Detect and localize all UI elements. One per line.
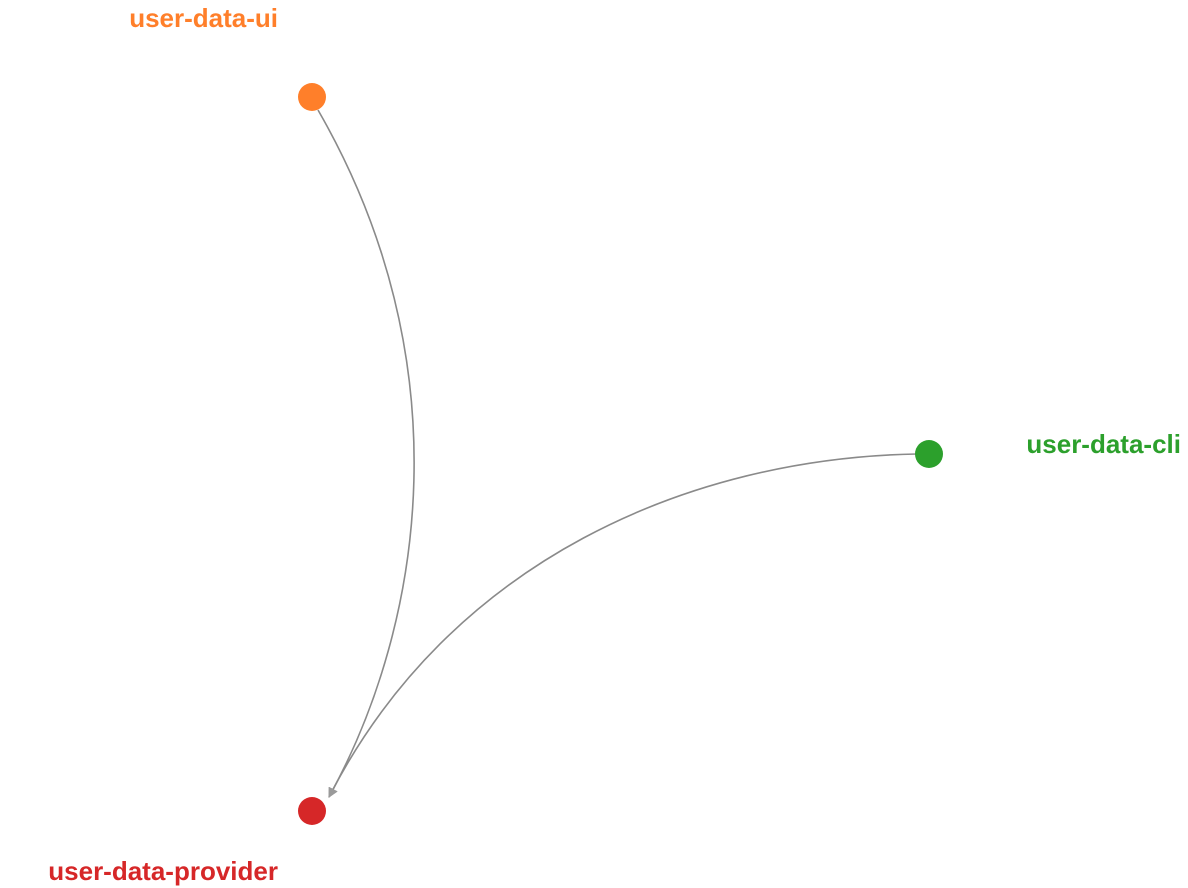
edge-ui-to-provider xyxy=(317,109,415,798)
label-user-data-ui: user-data-ui xyxy=(129,3,278,33)
node-user-data-provider[interactable] xyxy=(298,797,326,825)
label-user-data-cli: user-data-cli xyxy=(1026,429,1181,459)
edge-cli-to-provider xyxy=(328,453,918,798)
node-user-data-cli[interactable] xyxy=(915,440,943,468)
node-user-data-ui[interactable] xyxy=(298,83,326,111)
label-user-data-provider: user-data-provider xyxy=(48,856,278,886)
